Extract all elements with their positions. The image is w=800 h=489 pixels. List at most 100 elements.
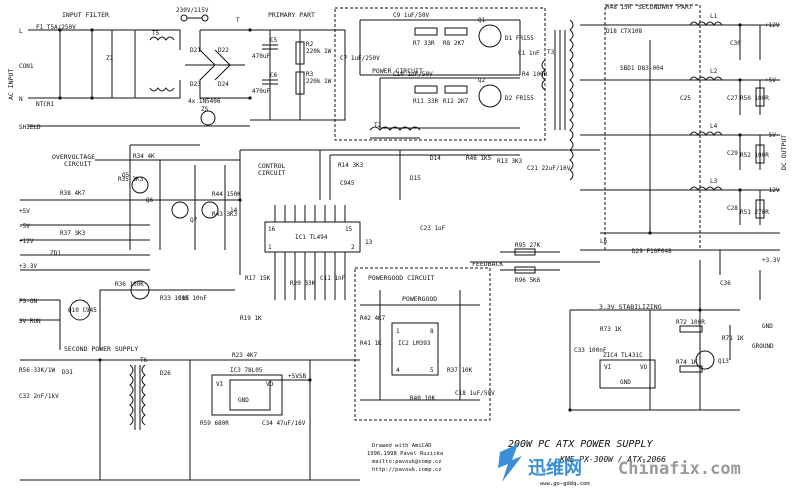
label-r13: R13 3K3 bbox=[497, 158, 523, 165]
label-r17: R17 15K bbox=[245, 275, 271, 282]
ic1-pin13: 13 bbox=[365, 239, 373, 246]
label-overvoltage-circuit: CIRCUIT bbox=[64, 160, 91, 168]
watermark-cn: 迅维网 bbox=[528, 457, 582, 479]
label-c7: C7 1uF/250V bbox=[340, 55, 380, 62]
output-p5v: +5V bbox=[765, 77, 776, 84]
ic1-pin15: 15 bbox=[345, 226, 353, 233]
terminal-con1: CON1 bbox=[19, 63, 34, 70]
label-input-filter: INPUT FILTER bbox=[62, 11, 109, 19]
label-zs: ZS bbox=[201, 106, 209, 113]
label-t: T bbox=[236, 17, 240, 24]
label-d2: D2 FR155 bbox=[505, 95, 534, 102]
label-q1: Q1 bbox=[478, 17, 486, 24]
label-r11: R11 33R bbox=[413, 98, 439, 105]
label-r12: R12 2K7 bbox=[443, 98, 469, 105]
terminal-shield: SHIELD bbox=[19, 124, 41, 131]
label-powergood: POWERGOOD bbox=[402, 295, 437, 303]
label-sbd1: SBD1 D83-004 bbox=[620, 65, 664, 72]
ic3-vo: VO bbox=[266, 381, 274, 388]
label-c25: C25 bbox=[680, 95, 691, 102]
value-r2: 220k bbox=[306, 48, 321, 55]
label-q13: Q13 bbox=[718, 358, 729, 365]
label-c1: C1 1nF bbox=[518, 50, 540, 57]
label-power-circuit: POWER CIRCUIT bbox=[372, 67, 423, 75]
credit-line-4: http://pavouk.comp.cz bbox=[372, 467, 442, 473]
ic1-pin16: 16 bbox=[268, 226, 276, 233]
label-l2: L2 bbox=[710, 68, 718, 75]
sense-p12v: +12V bbox=[19, 238, 34, 245]
label-r42: R42 4K7 bbox=[360, 315, 386, 322]
label-d21: D21 bbox=[190, 47, 201, 54]
component-labels: F1 T5A/250V NTCR1 T5 T Z1 ZS 4x 1N5406 D… bbox=[19, 4, 769, 427]
label-r50: R50 100R bbox=[740, 95, 769, 102]
label-c11: C11 1nF bbox=[320, 275, 346, 282]
label-r7: R7 33R bbox=[413, 40, 435, 47]
output-p5vsb: +5VSB bbox=[288, 373, 306, 380]
label-c32: C32 2nF/1kV bbox=[19, 393, 59, 400]
ic1-body bbox=[264, 221, 361, 253]
label-r73: R73 1K bbox=[600, 326, 622, 333]
label-d18: D18 CTX108 bbox=[606, 28, 643, 35]
label-ntcr1: NTCR1 bbox=[36, 101, 54, 108]
label-l1: L1 bbox=[710, 13, 718, 20]
label-d29: D29 F10P048 bbox=[632, 248, 672, 255]
label-second-power-supply: SECOND POWER SUPPLY bbox=[64, 345, 138, 353]
label-r4: R4 100R bbox=[522, 71, 548, 78]
label-r19: R19 1K bbox=[240, 315, 262, 322]
label-powergood-circuit: POWERGOOD CIRCUIT bbox=[368, 274, 435, 282]
output-p12v: +12V bbox=[765, 22, 780, 29]
label-r36: R36 100K bbox=[115, 281, 144, 288]
ic3-vi: VI bbox=[216, 381, 224, 388]
rating-r3: 1W bbox=[324, 78, 332, 85]
label-c34: C34 47uF/16V bbox=[262, 420, 306, 427]
sense-m5v: -5V bbox=[19, 223, 30, 230]
terminal-sv-run: SV RUN bbox=[19, 318, 41, 325]
label-r34: R34 4K bbox=[133, 153, 155, 160]
label-c21: C21 22uF/16V bbox=[527, 165, 571, 172]
label-r48: R48 15R bbox=[606, 4, 632, 11]
label-d1: D1 FR155 bbox=[505, 35, 534, 42]
label-t5: T5 bbox=[152, 30, 160, 37]
label-q5: Q5 bbox=[122, 172, 130, 179]
label-c28: C28 bbox=[727, 205, 738, 212]
label-r72: R72 100R bbox=[676, 319, 705, 326]
ic2-pin4: 4 bbox=[396, 367, 400, 374]
label-r41: R41 1K bbox=[360, 340, 382, 347]
label-primary-part: PRIMARY PART bbox=[268, 11, 315, 19]
terminal-n: N bbox=[19, 96, 23, 103]
label-d31: D31 bbox=[62, 369, 73, 376]
output-m5v: -5V bbox=[765, 132, 776, 139]
label-d15: D15 bbox=[410, 175, 421, 182]
label-c36: C36 bbox=[720, 280, 731, 287]
label-stabilizing: 3.3V STABILIZING bbox=[599, 303, 662, 311]
label-t2: T2 bbox=[374, 122, 382, 129]
label-r2: R2 bbox=[306, 41, 314, 48]
label-q7: Q7 bbox=[190, 217, 198, 224]
label-c15: C15 10nF bbox=[178, 295, 207, 302]
label-r52: R52 100R bbox=[740, 152, 769, 159]
diagram-title: 200W PC ATX POWER SUPPLY bbox=[508, 439, 653, 450]
label-r51: R51 270R bbox=[740, 209, 769, 216]
label-r43: R43 3K3 bbox=[212, 211, 238, 218]
label-d24: D24 bbox=[218, 81, 229, 88]
label-r40: R40 10K bbox=[410, 395, 436, 402]
label-r3: R3 bbox=[306, 71, 314, 78]
label-control-circuit: CIRCUIT bbox=[258, 169, 285, 177]
label-z1: Z1 bbox=[106, 55, 114, 62]
label-ac-input: AC INPUT bbox=[7, 69, 15, 100]
label-r33: R33 100K bbox=[160, 295, 189, 302]
label-secondary-part: SECONDARY PART bbox=[638, 3, 693, 11]
label-r23: R23 4K7 bbox=[232, 352, 258, 359]
value-r3: 220k bbox=[306, 78, 321, 85]
sense-p5v: +5V bbox=[19, 208, 30, 215]
ic4-gnd: GND bbox=[620, 379, 631, 386]
ic4-vi: VI bbox=[604, 364, 612, 371]
rating-r2: 1W bbox=[324, 48, 332, 55]
watermark-url: Chinafix.com bbox=[618, 459, 741, 479]
ic3-gnd: GND bbox=[238, 397, 249, 404]
label-l3: L3 bbox=[710, 178, 718, 185]
label-ic4: ZIC4 TL431C bbox=[603, 352, 643, 359]
label-c18: C18 1uF/50V bbox=[455, 390, 495, 397]
label-bridge: 4x 1N5406 bbox=[188, 98, 221, 105]
watermark-sub: www.go-gddq.com bbox=[540, 481, 590, 487]
